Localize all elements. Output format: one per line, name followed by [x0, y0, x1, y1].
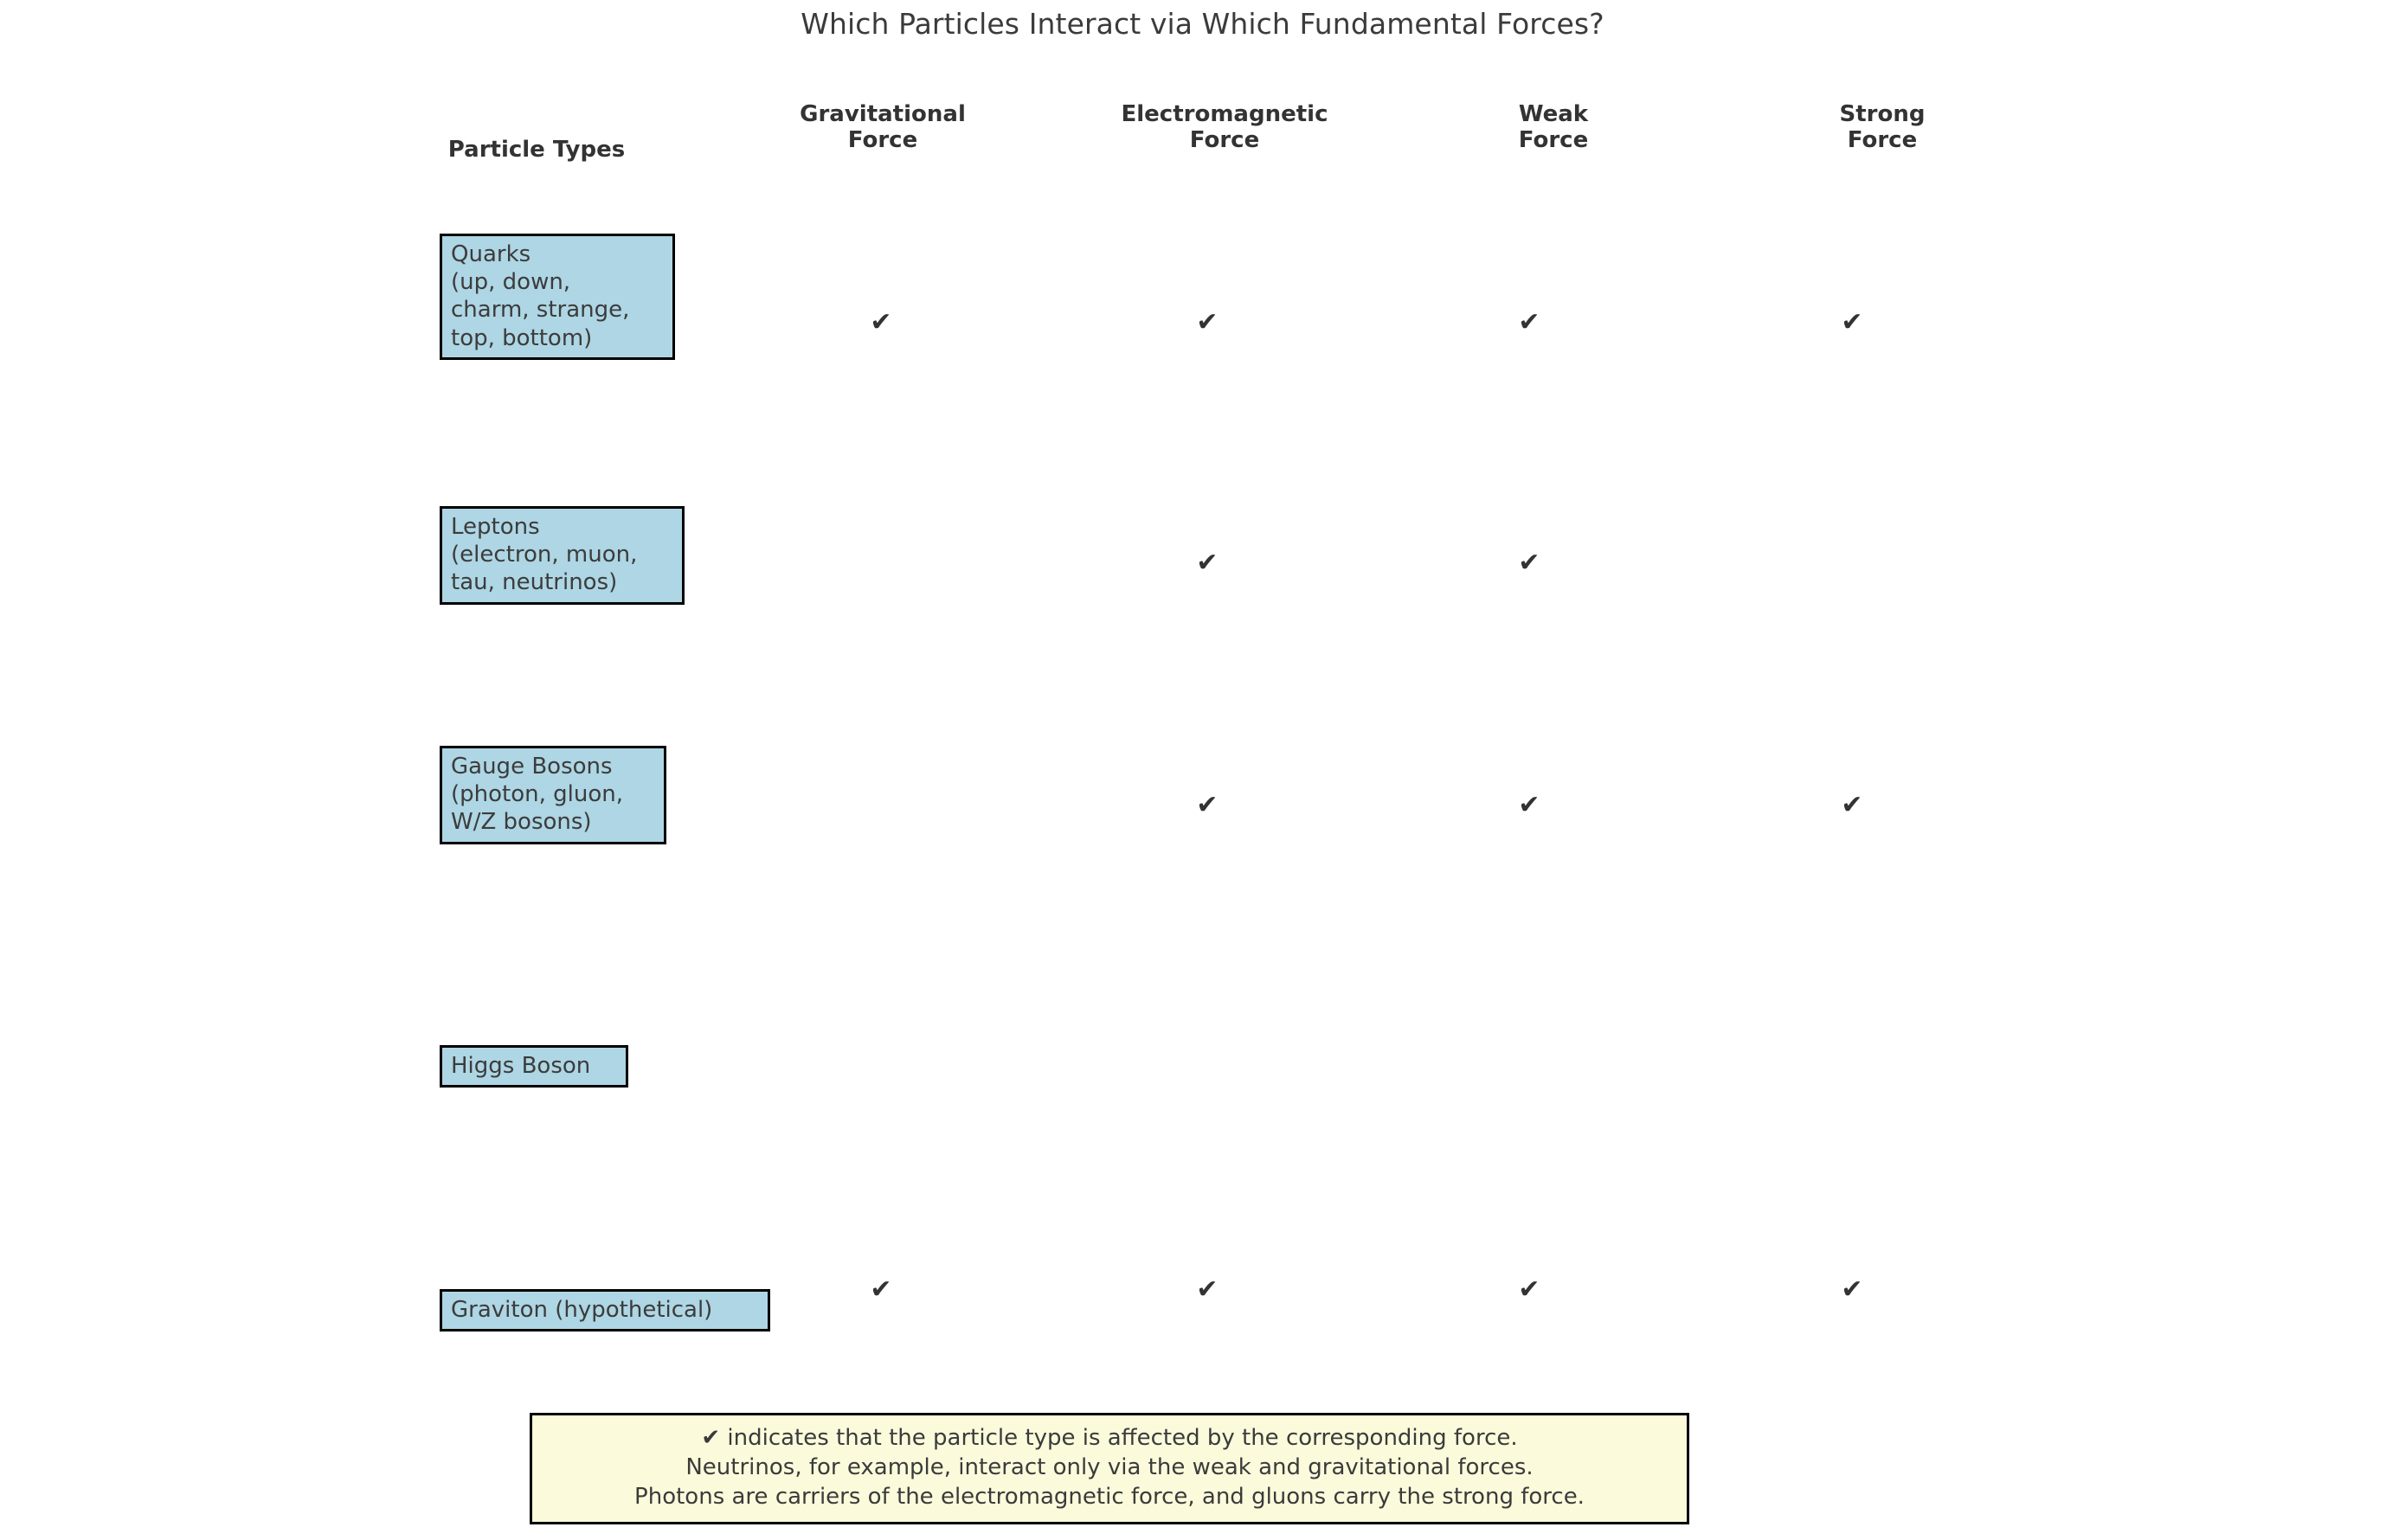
column-header-gravitational-force: Gravitational Force [800, 101, 966, 154]
check-icon-leptons-electromagnetic: ✔ [1196, 548, 1219, 578]
check-icon-quarks-strong: ✔ [1841, 307, 1863, 337]
particle-label-higgs-boson: Higgs Boson [440, 1045, 628, 1088]
footnote-line-2: Neutrinos, for example, interact only vi… [685, 1453, 1534, 1480]
check-icon-leptons-weak: ✔ [1518, 548, 1540, 578]
check-icon-graviton-strong: ✔ [1841, 1274, 1863, 1305]
check-icon-graviton-weak: ✔ [1518, 1274, 1540, 1305]
check-icon-quarks-electromagnetic: ✔ [1196, 307, 1219, 337]
column-header-electromagnetic-force: Electromagnetic Force [1121, 101, 1328, 154]
column-header-particle-types: Particle Types [447, 137, 626, 163]
check-icon-gauge-bosons-electromagnetic: ✔ [1196, 790, 1219, 820]
check-icon-quarks-weak: ✔ [1518, 307, 1540, 337]
check-icon-graviton-gravitational: ✔ [870, 1274, 892, 1305]
page-title: Which Particles Interact via Which Funda… [801, 7, 1604, 41]
check-icon-quarks-gravitational: ✔ [870, 307, 892, 337]
particle-label-leptons: Leptons (electron, muon, tau, neutrinos) [440, 506, 685, 605]
particle-label-gauge-bosons: Gauge Bosons (photon, gluon, W/Z bosons) [440, 746, 666, 844]
check-icon-graviton-electromagnetic: ✔ [1196, 1274, 1219, 1305]
particle-label-graviton: Graviton (hypothetical) [440, 1289, 770, 1332]
particle-label-quarks: Quarks (up, down, charm, strange, top, b… [440, 234, 675, 360]
column-header-weak-force: Weak Force [1518, 101, 1589, 154]
column-header-strong-force: Strong Force [1839, 101, 1926, 154]
check-icon-gauge-bosons-weak: ✔ [1518, 790, 1540, 820]
footnote-box: ✔ indicates that the particle type is af… [530, 1413, 1689, 1525]
check-icon-gauge-bosons-strong: ✔ [1841, 790, 1863, 820]
footnote-line-3: Photons are carriers of the electromagne… [634, 1483, 1585, 1510]
footnote-line-1: ✔ indicates that the particle type is af… [701, 1425, 1518, 1451]
